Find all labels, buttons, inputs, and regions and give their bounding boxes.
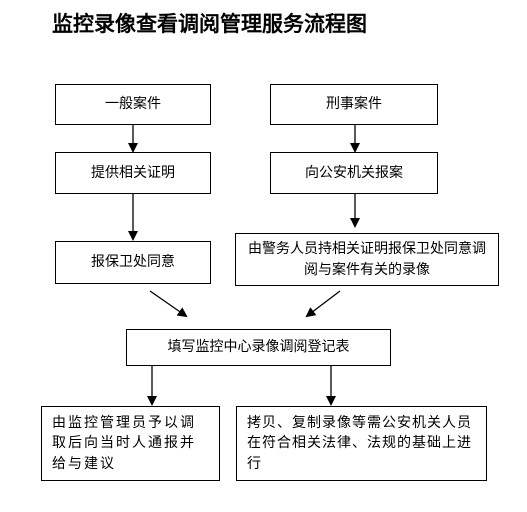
page-title: 监控录像查看调阅管理服务流程图 xyxy=(52,12,367,36)
box-criminal-case: 刑事案件 xyxy=(270,84,438,125)
box-copy-record: 拷贝、复制录像等需公安机关人员在符合相关法律、法规的基础上进行 xyxy=(236,406,487,481)
admin-notify-label: 由监控管理员予以调取后向当时人通报并给与建议 xyxy=(52,415,196,472)
box-general-case: 一般案件 xyxy=(55,84,211,125)
security-approval-label: 报保卫处同意 xyxy=(91,254,175,271)
general-case-label: 一般案件 xyxy=(105,96,161,113)
box-admin-notify: 由监控管理员予以调取后向当时人通报并给与建议 xyxy=(41,406,220,481)
box-provide-proof: 提供相关证明 xyxy=(55,152,211,194)
fill-form-label: 填写监控中心录像调阅登记表 xyxy=(167,339,350,356)
report-police-label: 向公安机关报案 xyxy=(305,164,403,181)
criminal-case-label: 刑事案件 xyxy=(326,96,382,113)
box-police-view: 由警务人员持相关证明报保卫处同意调阅与案件有关的录像 xyxy=(235,233,499,286)
police-view-label: 由警务人员持相关证明报保卫处同意调阅与案件有关的录像 xyxy=(248,241,486,278)
box-report-police: 向公安机关报案 xyxy=(270,152,438,194)
arrow-approval-to-form xyxy=(149,290,188,318)
arrow-police-to-form xyxy=(305,290,341,318)
box-fill-form: 填写监控中心录像调阅登记表 xyxy=(126,329,391,366)
box-security-approval: 报保卫处同意 xyxy=(55,241,211,284)
provide-proof-label: 提供相关证明 xyxy=(91,164,175,181)
copy-record-label: 拷贝、复制录像等需公安机关人员在符合相关法律、法规的基础上进行 xyxy=(247,415,472,472)
